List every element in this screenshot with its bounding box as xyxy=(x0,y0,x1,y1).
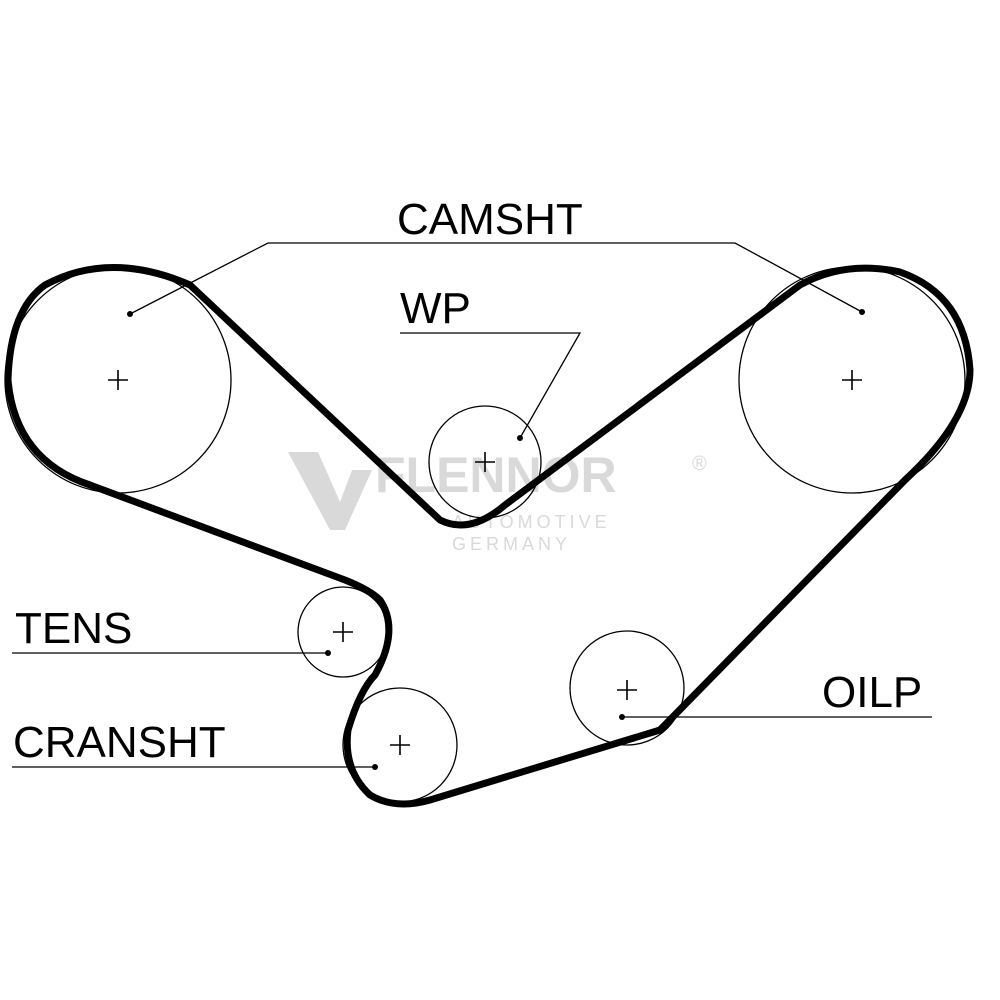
watermark: FLENNOR ® AUTOMOTIVE GERMANY xyxy=(288,447,707,554)
water-pump-label: WP xyxy=(400,284,471,333)
leader-lines xyxy=(12,242,932,768)
watermark-registered: ® xyxy=(692,453,707,475)
tensioner-label: TENS xyxy=(15,604,132,653)
crankshaft-label: CRANSHT xyxy=(13,718,226,767)
leader-dots xyxy=(127,309,865,770)
camshaft-left-dot xyxy=(127,311,133,317)
water-pump-leader-line xyxy=(400,332,582,439)
center-marks xyxy=(108,370,862,755)
camshaft-label: CAMSHT xyxy=(397,195,583,244)
plus-icon xyxy=(333,622,353,642)
tensioner-dot xyxy=(325,650,331,656)
oil-pump-label: OILP xyxy=(822,668,922,717)
plus-icon xyxy=(617,680,637,700)
oil-pump-pulley xyxy=(569,630,685,746)
watermark-line2: GERMANY xyxy=(452,534,571,554)
oil-pump-dot xyxy=(619,714,625,720)
water-pump-dot xyxy=(517,435,523,441)
camshaft-right-dot xyxy=(859,309,865,315)
plus-icon xyxy=(108,370,128,390)
camshaft-leader-line xyxy=(129,242,863,315)
labels: CAMSHT WP TENS CRANSHT OILP xyxy=(13,195,922,767)
watermark-logo-icon xyxy=(288,452,372,530)
plus-icon xyxy=(842,370,862,390)
plus-icon xyxy=(475,452,495,472)
timing-belt xyxy=(4,264,974,808)
crankshaft-dot xyxy=(372,764,378,770)
plus-icon xyxy=(390,735,410,755)
